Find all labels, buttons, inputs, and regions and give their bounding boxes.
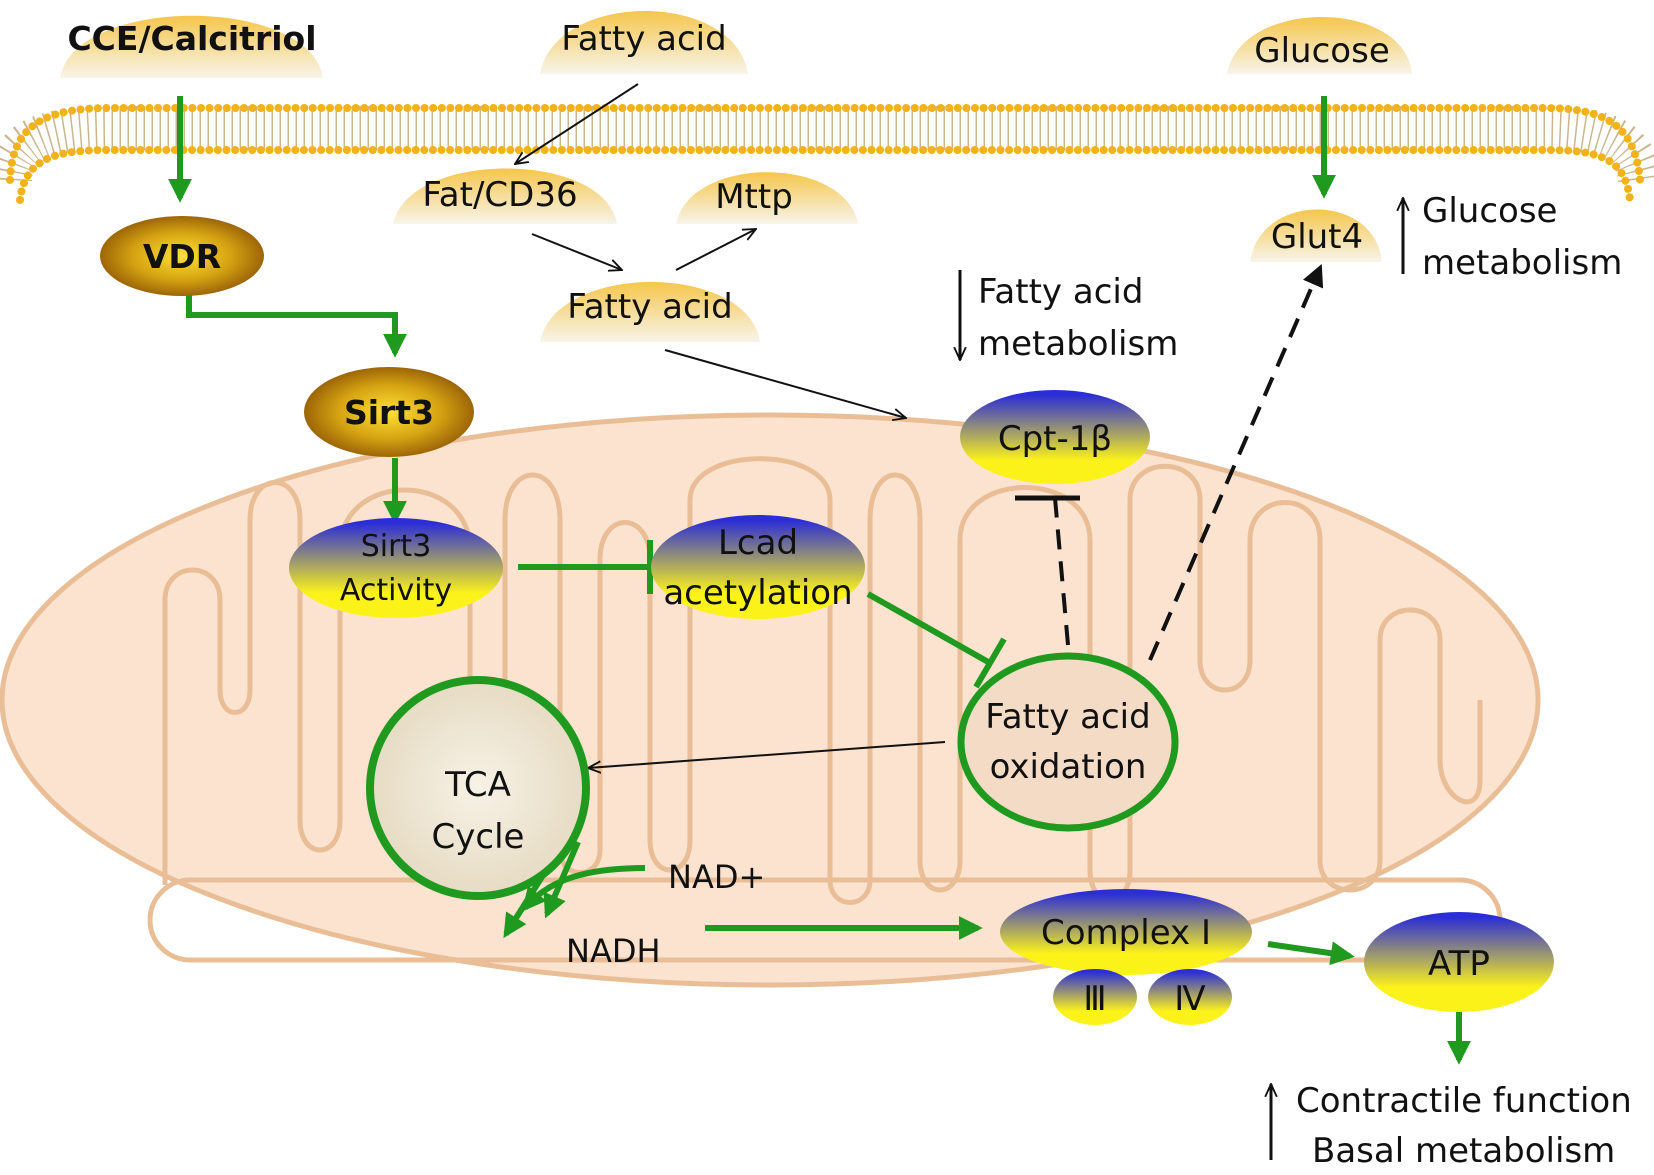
cpt1b-shape	[960, 390, 1150, 484]
membrane-outer-heads	[6, 104, 1644, 184]
mitochondrion-inner-membrane-cristae	[162, 456, 1483, 905]
arrow-vdr-to-sirt3	[186, 284, 407, 358]
mttp-label: Mttp	[715, 177, 793, 217]
lcad-acetylation-label-1: Lcad	[718, 523, 798, 563]
node-fatty-acid-inside: Fatty acid	[540, 282, 760, 342]
tca-cycle-shape	[366, 676, 590, 900]
fatty-acid-transport-arrows	[515, 83, 946, 768]
atp-label: ATP	[1428, 944, 1490, 984]
fatty-acid-inside-label: Fatty acid	[567, 287, 732, 327]
mitochondrion-outer-membrane	[0, 412, 1541, 988]
cpt1b-label: Cpt-1β	[998, 419, 1112, 459]
sirt3-label: Sirt3	[344, 393, 434, 432]
tca-cycle-label-2: Cycle	[432, 817, 525, 857]
fatty-acid-outside-label: Fatty acid	[561, 19, 726, 59]
node-complex-4: Ⅳ	[1148, 969, 1232, 1025]
atp-shape	[1364, 912, 1554, 1012]
vdr-shape	[100, 216, 264, 296]
node-vdr: VDR	[100, 216, 264, 296]
sirt3-activity-label-2: Activity	[340, 573, 452, 608]
node-fatty-acid-outside: Fatty acid	[540, 11, 748, 74]
fatty-acid-metabolism-label-1: Fatty acid	[978, 272, 1143, 312]
fat-cd36-label: Fat/CD36	[422, 175, 577, 215]
complex-1-shape	[1000, 889, 1252, 975]
arrow-complex1-to-atp	[1267, 941, 1355, 966]
arrow-fatty-acid-to-fat-cd36	[515, 83, 639, 164]
arrow-fatty-acid-to-cpt1b	[664, 349, 906, 418]
sirt3-activity-shape	[289, 518, 503, 618]
contractile-function-label: Contractile function	[1296, 1081, 1632, 1121]
fatty-acid-oxidation-shape	[957, 652, 1179, 832]
cce-calcitriol-shape	[60, 15, 323, 78]
inhibit-lcad-to-fao	[866, 591, 992, 666]
node-sirt3-activity: Sirt3 Activity	[289, 518, 503, 618]
fatty-acid-oxidation-label-1: Fatty acid	[985, 697, 1150, 737]
node-tca-cycle: TCA Cycle	[366, 676, 590, 900]
fat-cd36-shape	[393, 168, 617, 224]
complex-3-label: Ⅲ	[1083, 979, 1106, 1019]
complex-4-shape	[1148, 969, 1232, 1025]
mitochondrion	[0, 412, 1541, 988]
complex-4-label: Ⅳ	[1174, 979, 1206, 1019]
membrane-inner-heads	[16, 146, 1634, 204]
node-complex-3: Ⅲ	[1053, 969, 1137, 1025]
vdr-label: VDR	[143, 237, 221, 276]
fatty-acid-metabolism-label-2: metabolism	[978, 324, 1178, 364]
fatty-acid-oxidation-label-2: oxidation	[990, 747, 1147, 787]
inhibit-lcad-to-fao-bar	[973, 637, 1007, 689]
cce-calcitriol-label: CCE/Calcitriol	[67, 19, 316, 58]
arrow-fatty-acid-to-mttp	[675, 229, 756, 271]
outcome-annotation: Contractile function Basal metabolism	[1271, 1081, 1632, 1171]
sirt3-activity-label-1: Sirt3	[361, 529, 432, 564]
glucose-metabolism-label-2: metabolism	[1422, 243, 1622, 283]
arrow-fao-to-tca	[588, 741, 946, 768]
lcad-acetylation-label-2: acetylation	[663, 573, 852, 613]
nad-plus-label: NAD+	[668, 858, 765, 896]
tca-cycle-label-1: TCA	[444, 765, 511, 805]
arrow-nad-to-nadh	[521, 865, 646, 912]
glut4-label: Glut4	[1271, 217, 1363, 257]
dashed-fao-to-glut4	[1148, 263, 1324, 661]
node-fatty-acid-oxidation: Fatty acid oxidation	[957, 652, 1179, 832]
fatty-acid-metabolism-annotation: Fatty acid metabolism	[960, 270, 1178, 364]
node-complex-1: Complex Ⅰ	[1000, 889, 1252, 975]
node-atp: ATP	[1364, 912, 1554, 1012]
arrow-fat-cd36-to-fatty-acid	[531, 233, 622, 270]
glucose-shape	[1227, 17, 1412, 74]
node-cpt1b: Cpt-1β	[960, 390, 1150, 484]
sirt3-shape	[304, 367, 474, 457]
basal-metabolism-label: Basal metabolism	[1312, 1131, 1615, 1170]
node-glucose: Glucose	[1227, 17, 1412, 74]
node-sirt3: Sirt3	[304, 367, 474, 457]
fatty-acid-inside-shape	[540, 282, 760, 342]
activation-arrows	[168, 96, 1471, 1065]
glucose-metabolism-label-1: Glucose	[1422, 191, 1557, 231]
lcad-acetylation-shape	[651, 515, 865, 619]
node-mttp: Mttp	[676, 172, 858, 224]
node-cce-calcitriol: CCE/Calcitriol	[60, 15, 323, 78]
dashed-fao-to-cpt1b	[1053, 497, 1070, 646]
glut4-shape	[1250, 209, 1382, 262]
complex-1-label: Complex Ⅰ	[1041, 913, 1211, 953]
node-glut4: Glut4	[1250, 209, 1382, 262]
node-lcad-acetylation: Lcad acetylation	[651, 515, 865, 619]
nadh-label: NADH	[566, 932, 661, 970]
dashed-regulation	[1015, 263, 1324, 661]
node-fat-cd36: Fat/CD36	[393, 168, 617, 224]
mttp-shape	[676, 172, 858, 224]
glucose-metabolism-annotation: Glucose metabolism	[1403, 191, 1622, 283]
complex-3-shape	[1053, 969, 1137, 1025]
arrow-tca-to-nadh-b	[503, 870, 548, 939]
membrane-tails	[0, 106, 1654, 184]
glucose-label: Glucose	[1254, 31, 1389, 71]
fatty-acid-outside-shape	[540, 11, 748, 74]
cell-membrane	[0, 104, 1654, 204]
arrow-tca-to-nadh-a	[543, 840, 581, 919]
